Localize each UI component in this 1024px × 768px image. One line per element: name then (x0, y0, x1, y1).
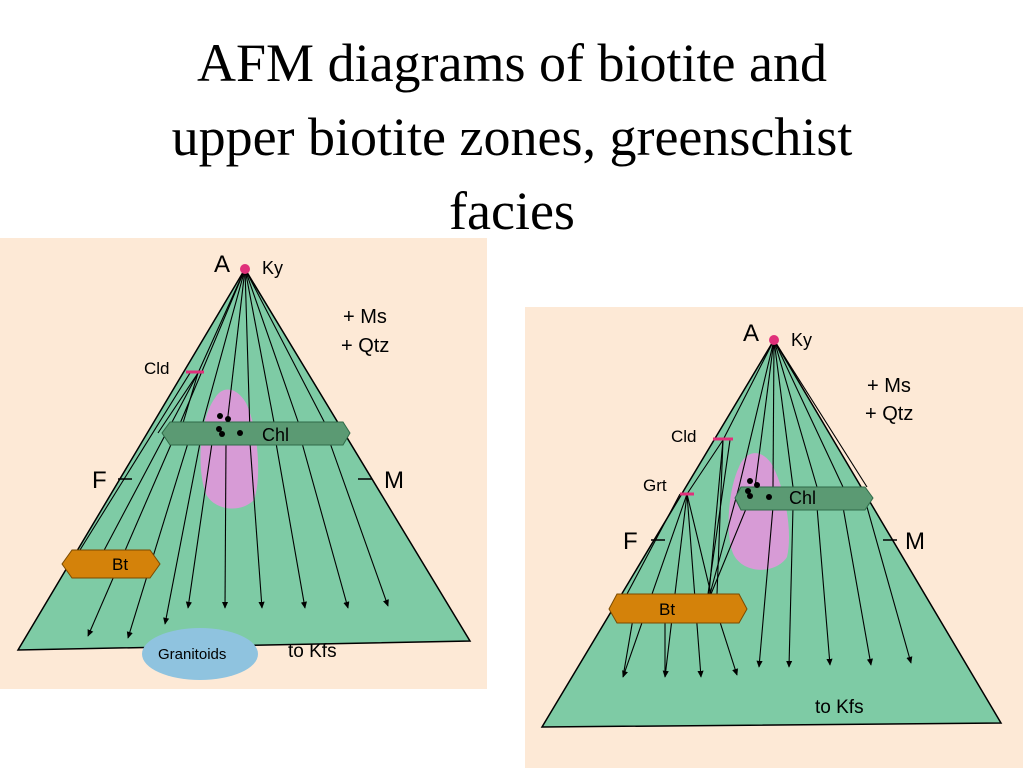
granitoids-label: Granitoids (158, 646, 226, 663)
ky-point (240, 264, 250, 274)
ky-point (769, 335, 779, 345)
to-kfs-label: to Kfs (288, 641, 337, 662)
apex-label-a: A (214, 251, 230, 278)
apex-label-a: A (743, 320, 759, 347)
afm-diagram-upper-biotite-zone: A Ky + Ms + Qtz Cld Grt Chl Bt F M to Kf… (525, 307, 1023, 768)
sample-points (216, 413, 243, 437)
assemblage-ms: + Ms (343, 306, 387, 328)
assemblage-qtz: + Qtz (341, 335, 389, 357)
cld-label: Cld (671, 427, 697, 446)
chl-label: Chl (262, 425, 289, 445)
m-label: M (905, 528, 925, 555)
biotite-box (608, 593, 748, 624)
granitoids-field (142, 628, 258, 680)
bt-label: Bt (112, 555, 128, 574)
chlorite-band (734, 486, 874, 511)
afm-diagram-right-svg: A Ky + Ms + Qtz Cld Grt Chl Bt F M to Kf… (525, 307, 1023, 768)
f-label: F (623, 528, 638, 555)
assemblage-qtz: + Qtz (865, 403, 913, 425)
assemblage-ms: + Ms (867, 375, 911, 397)
cld-label: Cld (144, 359, 170, 378)
pelite-composition-field (728, 453, 790, 570)
f-label: F (92, 467, 107, 494)
chlorite-band (161, 421, 351, 446)
chl-label: Chl (789, 488, 816, 508)
m-label: M (384, 467, 404, 494)
afm-diagram-biotite-zone: A Ky + Ms + Qtz Cld Chl Bt F M Granitoid… (0, 238, 487, 689)
tie-lines (74, 268, 389, 639)
title-line-3: facies (449, 181, 575, 241)
title-line-1: AFM diagrams of biotite and (197, 33, 827, 93)
biotite-box (61, 549, 161, 579)
grt-label: Grt (643, 476, 667, 495)
ky-label: Ky (791, 330, 812, 350)
slide-title: AFM diagrams of biotite and upper biotit… (0, 26, 1024, 248)
pelite-composition-field (200, 389, 259, 509)
ky-label: Ky (262, 258, 283, 278)
tie-lines (622, 339, 913, 678)
title-line-2: upper biotite zones, greenschist (171, 107, 853, 167)
afm-diagram-left-svg: A Ky + Ms + Qtz Cld Chl Bt F M Granitoid… (0, 238, 487, 689)
to-kfs-label: to Kfs (815, 697, 864, 718)
sample-points (745, 478, 772, 500)
bt-label: Bt (659, 600, 675, 619)
